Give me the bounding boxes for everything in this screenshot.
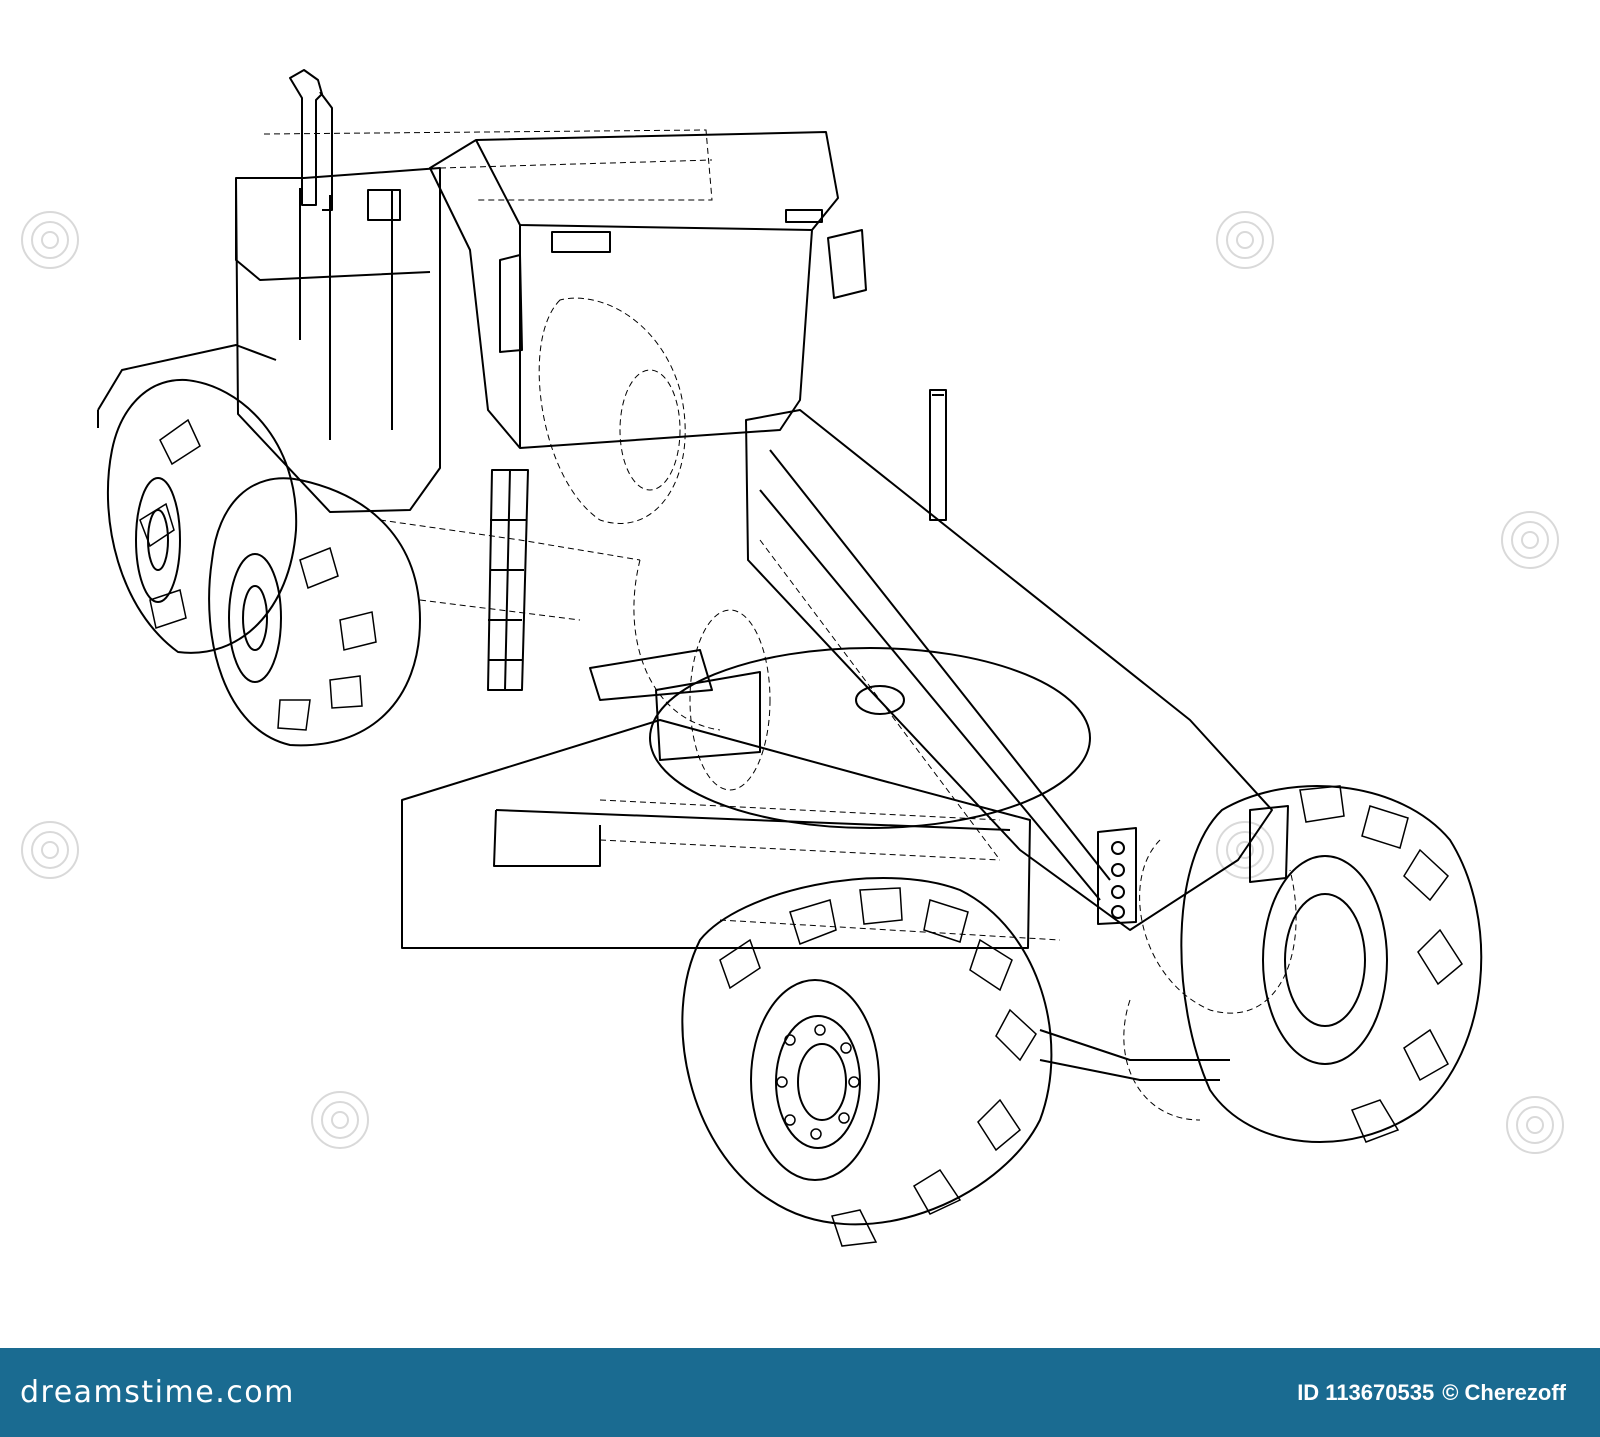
watermark-pattern bbox=[21, 211, 1564, 1154]
stock-photo-banner: dreamstime.com ID 113670535 © Cherezoff bbox=[0, 1348, 1600, 1437]
brand-logo-text: dreamstime.com bbox=[20, 1375, 295, 1410]
grader-body-outline bbox=[97, 69, 1483, 1226]
image-id-label: ID 113670535 bbox=[1297, 1379, 1435, 1405]
grader-wireframe-illustration bbox=[21, 69, 1564, 1247]
hidden-line-detail bbox=[263, 129, 1297, 1121]
tire-tread-detail bbox=[139, 418, 1463, 1247]
image-credit: ID 113670535 © Cherezoff bbox=[1297, 1380, 1566, 1406]
copyright-label: © Cherezoff bbox=[1442, 1379, 1566, 1405]
wheel-hub-bolts bbox=[776, 1024, 860, 1140]
